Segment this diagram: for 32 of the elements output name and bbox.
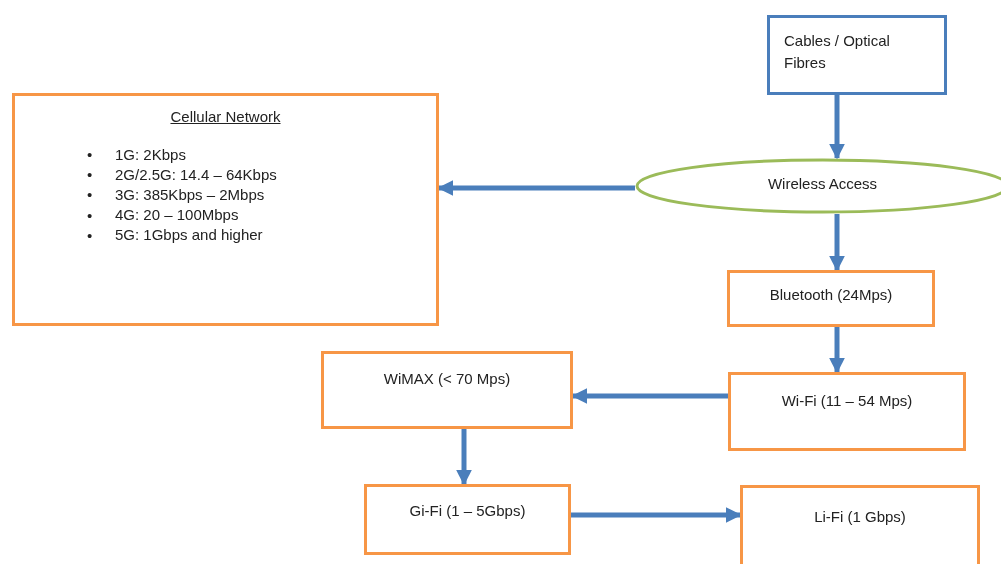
node-label: WiMAX (< 70 Mps) bbox=[382, 370, 512, 387]
arrow bbox=[571, 388, 728, 404]
node-label: Cables / Optical Fibres bbox=[783, 31, 891, 73]
bullet: • bbox=[87, 166, 93, 184]
info-panel bbox=[12, 93, 439, 326]
process-box bbox=[740, 485, 980, 564]
arrow bbox=[829, 214, 845, 272]
list-item: 2G/2.5G: 14.4 – 64Kbps bbox=[115, 166, 277, 183]
arrow bbox=[437, 180, 635, 196]
process-box bbox=[767, 15, 947, 95]
node-label: Li-Fi (1 Gbps) bbox=[813, 508, 907, 525]
list-item: 3G: 385Kbps – 2Mbps bbox=[115, 186, 266, 203]
node-label: Wireless Access bbox=[766, 175, 879, 192]
arrow bbox=[571, 507, 742, 523]
node-label: Bluetooth (24Mps) bbox=[768, 286, 894, 303]
process-box bbox=[364, 484, 571, 555]
process-box bbox=[728, 372, 966, 451]
bullet: • bbox=[87, 186, 93, 204]
bullet: • bbox=[87, 226, 93, 244]
list-item: 5G: 1Gbps and higher bbox=[115, 226, 264, 243]
arrow bbox=[829, 95, 845, 160]
bullet: • bbox=[87, 206, 93, 224]
node-label: Gi-Fi (1 – 5Gbps) bbox=[408, 502, 527, 519]
panel-heading: Cellular Network bbox=[169, 108, 282, 125]
process-box bbox=[727, 270, 935, 327]
list-item: 4G: 20 – 100Mbps bbox=[115, 206, 240, 223]
process-box bbox=[321, 351, 573, 429]
arrow bbox=[456, 429, 472, 486]
node-label: Wi-Fi (11 – 54 Mps) bbox=[780, 392, 914, 409]
list-item: 1G: 2Kbps bbox=[115, 146, 187, 163]
arrow bbox=[829, 327, 845, 374]
bullet: • bbox=[87, 146, 93, 163]
